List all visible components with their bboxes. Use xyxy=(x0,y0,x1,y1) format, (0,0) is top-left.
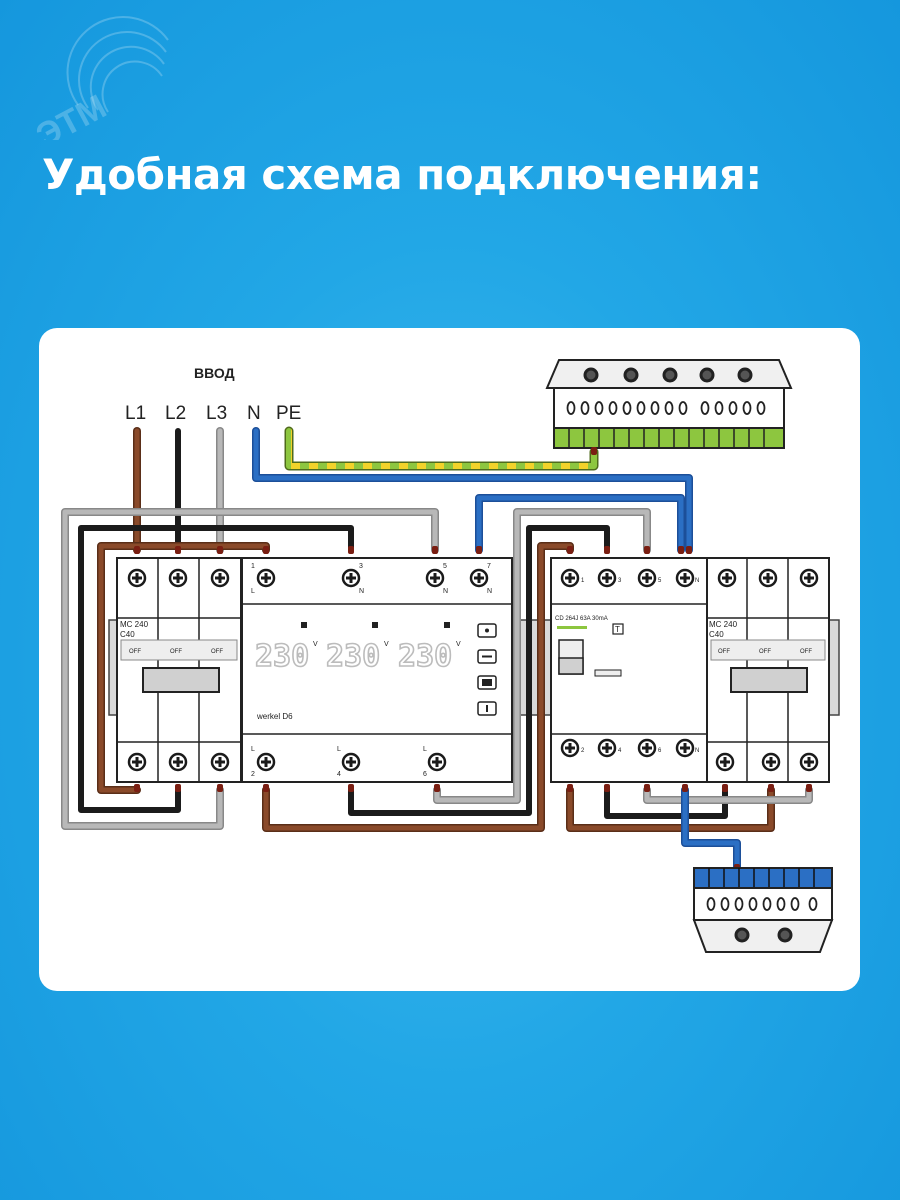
rcd-bottom-term-2: 2 xyxy=(581,748,585,754)
headline: Удобная схема подключения: xyxy=(42,150,762,199)
breaker-left: MC 240 C40 OFF OFF OFF xyxy=(116,557,242,783)
terminal-contacts xyxy=(134,447,812,872)
etm-logo: ЭТМ xyxy=(30,16,169,140)
relay-bottom-term-6: 6 xyxy=(423,771,427,778)
phase-l2: L2 xyxy=(165,403,186,424)
relay-top-term-5: 5 xyxy=(443,563,447,570)
diagram-card: ВВОД L1 L2 L3 N PE xyxy=(39,328,860,991)
breaker-right-model: MC 240 xyxy=(709,620,738,629)
relay-top-term-1: 1 xyxy=(251,563,255,570)
relay-reading-3: 230 xyxy=(398,639,452,674)
phase-pe: PE xyxy=(276,403,301,424)
rcd-bottom-term-6: 6 xyxy=(658,748,662,754)
relay-indicators xyxy=(301,622,450,628)
rcd-test-button[interactable] xyxy=(612,623,624,635)
relay-unit-1: V xyxy=(313,641,318,648)
rcd-label: CD 264J 63A 30mA xyxy=(555,616,608,622)
rcd-breaker-l1-wire xyxy=(566,786,775,832)
rcd-top-term-1: 1 xyxy=(581,578,585,584)
relay-reading-2: 230 xyxy=(326,639,380,674)
phase-l3: L3 xyxy=(206,403,227,424)
phase-labels: L1 L2 L3 N PE xyxy=(125,403,301,424)
breaker-right: MC 240 C40 OFF OFF OFF xyxy=(706,557,830,783)
relay-unit-2: V xyxy=(384,641,389,648)
rcd-test-label: T xyxy=(615,625,620,634)
breaker-right-off-3: OFF xyxy=(800,649,812,655)
rcd-top-term-5: 5 xyxy=(658,578,662,584)
wires xyxy=(61,426,813,872)
breaker-right-rating: C40 xyxy=(709,630,724,639)
breaker-left-model: MC 240 xyxy=(120,620,149,629)
relay-top-letter-n3: N xyxy=(487,588,492,595)
relay-bottom-letter-1: L xyxy=(251,746,255,753)
pe-bus-bar xyxy=(545,359,793,449)
rcd-bottom-term-n: N xyxy=(695,748,699,754)
breaker-left-off-2: OFF xyxy=(170,649,182,655)
relay-top-term-3: 3 xyxy=(359,563,363,570)
phase-l1: L1 xyxy=(125,403,146,424)
breaker-left-rating: C40 xyxy=(120,630,135,639)
wiring-diagram: ВВОД L1 L2 L3 N PE xyxy=(61,359,840,953)
relay-bottom-term-4: 4 xyxy=(337,771,341,778)
relay-reading-1: 230 xyxy=(255,639,309,674)
pe-wire xyxy=(284,426,599,471)
voltage-relay: 1 3 5 7 L N N N L L L 2 4 6 230 230 230 … xyxy=(241,557,513,783)
n-bus-bar xyxy=(692,867,834,953)
breaker-right-off-2: OFF xyxy=(759,649,771,655)
rcd-bottom-term-4: 4 xyxy=(618,748,622,754)
relay-bottom-term-2: 2 xyxy=(251,771,255,778)
relay-top-term-7: 7 xyxy=(487,563,491,570)
rcd: CD 264J 63A 30mA T 1 3 5 N 2 4 6 N xyxy=(550,557,708,783)
relay-bottom-letter-2: L xyxy=(337,746,341,753)
relay-top-letter-n1: N xyxy=(359,588,364,595)
relay-bottom-letter-3: L xyxy=(423,746,427,753)
breaker-left-off-3: OFF xyxy=(211,649,223,655)
phase-n: N xyxy=(247,403,261,424)
l2-breaker-relay-wire xyxy=(78,525,354,813)
relay-top-letter-l: L xyxy=(251,588,255,595)
input-label: ВВОД xyxy=(194,365,235,381)
breaker-left-off-1: OFF xyxy=(129,649,141,655)
relay-rcd-l2-wire xyxy=(348,525,610,816)
relay-top-letter-n2: N xyxy=(443,588,448,595)
relay-unit-3: V xyxy=(456,641,461,648)
rcd-top-term-n: N xyxy=(695,578,699,584)
rcd-top-term-3: 3 xyxy=(618,578,622,584)
relay-brand: werkel D6 xyxy=(256,712,293,721)
breaker-right-off-1: OFF xyxy=(718,649,730,655)
